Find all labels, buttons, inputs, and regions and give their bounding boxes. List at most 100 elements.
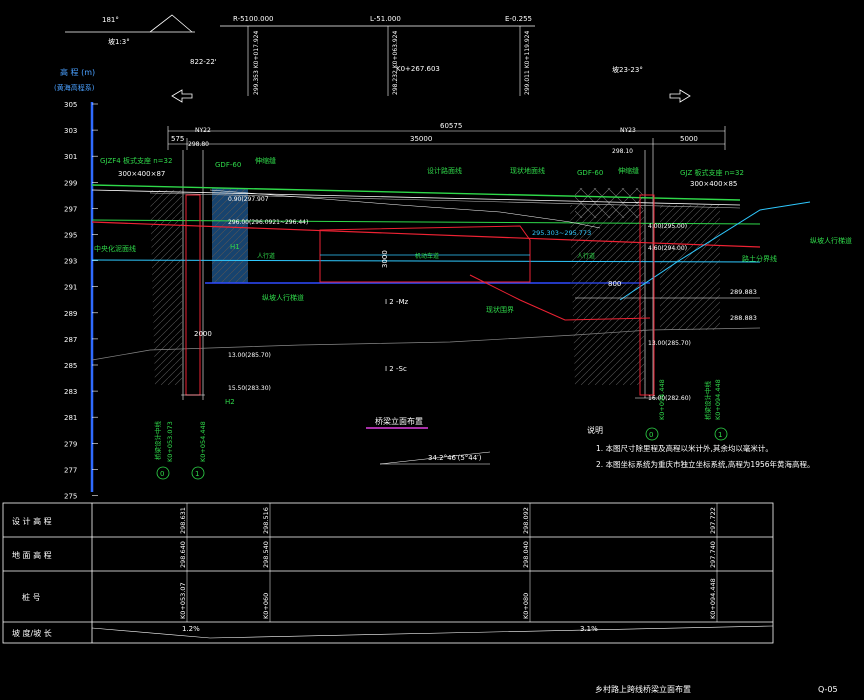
table-cell-value: K0+080 [522, 593, 530, 619]
pile-left-label: 桥梁设计中线 [153, 421, 162, 461]
axis-tick-label: 275 [64, 493, 77, 501]
ny-left: NY22 [195, 127, 211, 134]
vertical-label-1: 299.353 K0+017.924 [253, 31, 260, 95]
axis-tick-label: 291 [64, 284, 77, 292]
table-cell-value: 298.092 [522, 507, 530, 534]
pile-left-2: K0+054.448 [199, 421, 207, 462]
vertical-label-2: 298.232 K0+063.924 [392, 31, 399, 95]
right-elev-4: 288.883 [730, 314, 757, 322]
axis-tick-label: 277 [64, 466, 77, 474]
dim-total: 60575 [440, 122, 462, 130]
right-elev-6: 16.00(282.60) [648, 395, 691, 402]
dim-800-label: 800 [608, 280, 621, 288]
left-elev-2: 296.00(296.0921~296.44) [228, 219, 308, 226]
table-cell-value: K0+060 [262, 593, 270, 619]
right-road-label: 人行道 [577, 252, 595, 260]
axis-tick-label: 301 [64, 153, 77, 161]
grade-right: 3.1% [580, 625, 598, 633]
right-bearing-size: 300×400×85 [690, 180, 737, 188]
axis-tick-label: 293 [64, 258, 77, 266]
box-dim-label: 3000 [381, 250, 389, 268]
table-label-grade: 坡 度/坡 长 [12, 628, 52, 638]
dim-mid: 35000 [410, 135, 432, 143]
pile-right-label: 桥梁设计中线 [703, 381, 712, 421]
annotations: GJZF4 板式支座 n=32 300×400×87 GDF-60 伸缩缝 设计… [94, 156, 852, 406]
section-title: 桥梁立面布置 [375, 416, 423, 426]
skew-label: 34.2°46′(5°44′) [428, 454, 482, 462]
center-road-label: 机动车道 [415, 252, 439, 260]
table-cell-value: 298.631 [179, 507, 187, 534]
axis-title: 高 程 (m) [60, 67, 95, 77]
circle-right-b: 1 [718, 431, 722, 439]
table-cell-value: 298.516 [262, 507, 270, 534]
l-label: L-51.000 [370, 15, 401, 23]
table-cell-value: 297.722 [709, 507, 717, 534]
grade-left: 1.2% [182, 625, 200, 633]
left-bearing-size: 300×400×87 [118, 170, 165, 178]
slope-left-label: 坡1:3° [108, 37, 130, 46]
axis-ticks: 3053033012992972952932912892872852832812… [64, 101, 98, 501]
pile-left-1: K0+053.073 [166, 421, 174, 462]
angle-a-label: 822-22' [190, 58, 217, 66]
table-label-station: 桩 号 [22, 592, 41, 602]
dim-right: 5000 [680, 135, 698, 143]
soil-bottom-label: I 2 -Sc [385, 365, 407, 373]
expansion-left-label: 伸缩缝 [255, 156, 276, 165]
notes-title: 说明 [587, 425, 603, 435]
axis-tick-label: 281 [64, 414, 77, 422]
table-label-ground: 地 面 高 程 [12, 550, 52, 560]
pile-circles [156, 427, 728, 480]
top-header: 181° 坡1:3° 822-22' R-5100.000 L-51.000 E… [65, 14, 691, 103]
right-ramp-label: 纵坡人行梯道 [810, 236, 852, 245]
footer-title: 乡村路上跨线桥梁立面布置 [595, 684, 691, 694]
table-label-design: 设 计 高 程 [12, 516, 52, 526]
left-elev-3: 13.00(285.70) [228, 352, 271, 359]
pile-right-2: K0+094.448 [714, 379, 722, 420]
table-cell-value: K0+094.448 [709, 578, 717, 619]
road-label-left: 人行道 [257, 252, 275, 260]
soil-top-label: I 2 -Mz [385, 298, 409, 306]
dim-left-small: 575 [171, 135, 184, 143]
elev-left-top: 298.80 [188, 141, 209, 148]
gdf-right-label: GDF-60 [577, 169, 603, 177]
box-culvert [319, 225, 531, 283]
gdf-left-label: GDF-60 [215, 161, 241, 169]
angle-b-label: 坡23-23° [612, 65, 643, 74]
earth-line-label: 路土分界线 [742, 254, 777, 263]
center-ground-label: 中央化泥面线 [94, 244, 136, 253]
vertical-label-4: K0+267.603 [396, 65, 440, 73]
note-2: 2. 本图坐标系统为重庆市独立坐标系统,高程为1956年黄海高程。 [596, 459, 815, 469]
axis-tick-label: 279 [64, 440, 77, 448]
table-cell-value: 298.640 [179, 541, 187, 568]
note-1: 1. 本图尺寸除里程及高程以米计外,其余均以毫米计。 [596, 443, 773, 453]
e-label: E-0.255 [505, 15, 532, 23]
bridge-boundary-label: 现状围界 [486, 305, 514, 314]
profile-table [2, 502, 774, 644]
left-elev-1: 0.90(297.907 [228, 196, 269, 203]
dim-2000-label: 2000 [194, 330, 212, 338]
axis-tick-label: 299 [64, 179, 77, 187]
axis-tick-label: 297 [64, 205, 77, 213]
left-bearing-label: GJZF4 板式支座 n=32 [100, 156, 172, 165]
table-cell-value: 297.740 [709, 541, 717, 568]
right-bearing-label: GJZ 板式支座 n=32 [680, 168, 744, 177]
left-elev-4: 15.50(283.30) [228, 385, 271, 392]
ny-right: NY23 [620, 127, 636, 134]
h1-label: H1 [230, 243, 240, 251]
arrow-right-icon [669, 89, 691, 103]
right-elev-2: 4.60(294.00) [648, 245, 687, 252]
table-cell-value: K0+053.07 [179, 582, 187, 619]
profile-lines [91, 184, 811, 361]
arrow-left-icon [171, 89, 193, 103]
r-label: R-5100.000 [233, 15, 274, 23]
design-elev-label: 设计路面线 [427, 166, 462, 175]
circle-left-b: 1 [195, 470, 199, 478]
axis-tick-label: 295 [64, 232, 77, 240]
pile-right-1: K0+094.448 [658, 379, 666, 420]
elev-right-top: 298.10 [612, 148, 633, 155]
axis-subtitle: (黄海高程系) [54, 83, 95, 92]
h2-label: H2 [225, 398, 235, 406]
axis-tick-label: 305 [64, 101, 77, 109]
axis-tick-label: 287 [64, 336, 77, 344]
